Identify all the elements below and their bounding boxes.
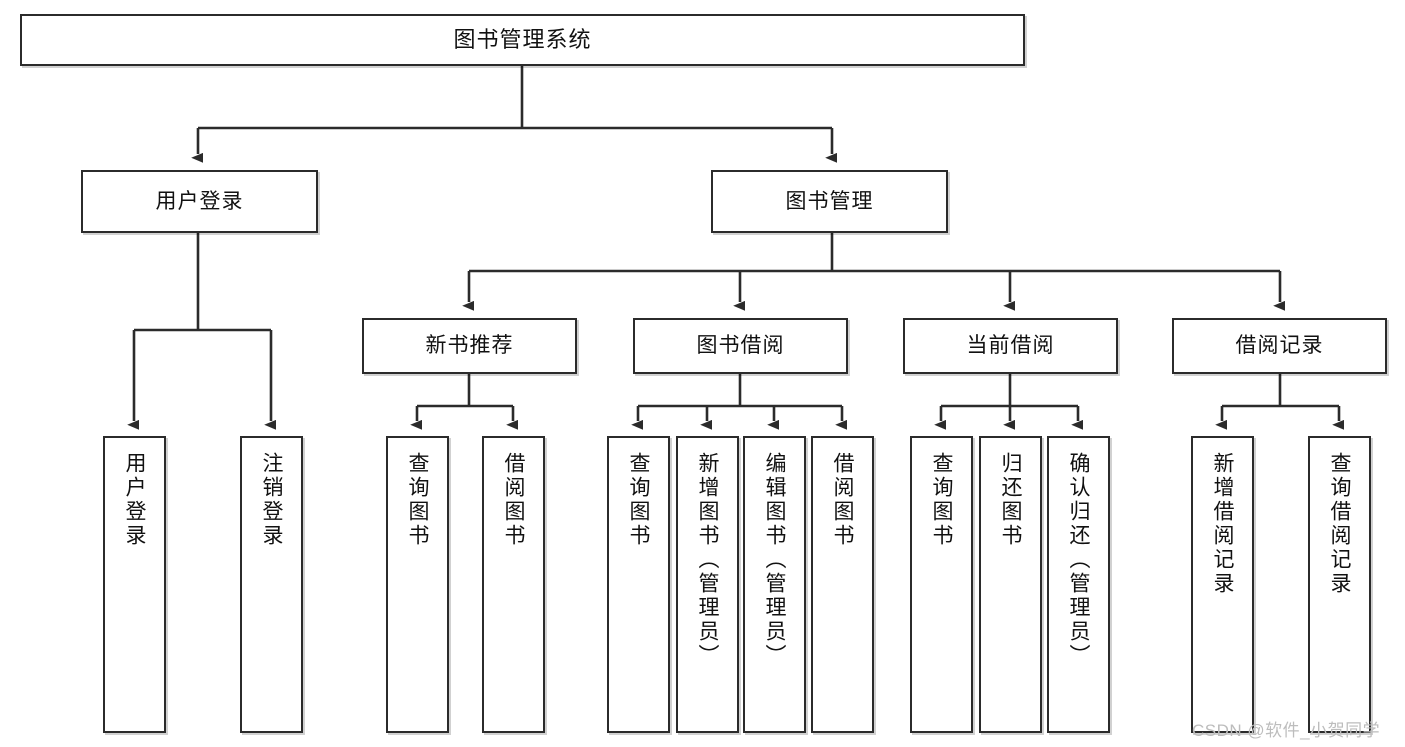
node-user-login[interactable]: 用户登录 bbox=[81, 170, 318, 233]
node-leaf-add-book-label: 新增图书（管理员） bbox=[696, 452, 719, 668]
node-leaf-query-book-2-label: 查询图书 bbox=[627, 452, 650, 548]
node-leaf-user-login[interactable]: 用户登录 bbox=[103, 436, 166, 733]
node-book-borrow[interactable]: 图书借阅 bbox=[633, 318, 848, 374]
node-new-book-recommend[interactable]: 新书推荐 bbox=[362, 318, 577, 374]
node-leaf-edit-book-label: 编辑图书（管理员） bbox=[763, 452, 786, 668]
node-root[interactable]: 图书管理系统 bbox=[20, 14, 1025, 66]
node-book-manage[interactable]: 图书管理 bbox=[711, 170, 948, 233]
node-leaf-query-book-3-label: 查询图书 bbox=[930, 452, 953, 548]
node-book-manage-label: 图书管理 bbox=[785, 189, 874, 213]
node-leaf-borrow-book-2[interactable]: 借阅图书 bbox=[811, 436, 874, 733]
node-leaf-confirm-return[interactable]: 确认归还（管理员） bbox=[1047, 436, 1110, 733]
node-borrow-record-label: 借阅记录 bbox=[1235, 334, 1324, 358]
node-current-borrow-label: 当前借阅 bbox=[966, 334, 1055, 358]
node-leaf-query-record[interactable]: 查询借阅记录 bbox=[1308, 436, 1371, 733]
node-leaf-query-book-1-label: 查询图书 bbox=[406, 452, 429, 548]
node-leaf-query-book-1[interactable]: 查询图书 bbox=[386, 436, 449, 733]
node-leaf-logout-label: 注销登录 bbox=[260, 452, 283, 548]
node-current-borrow[interactable]: 当前借阅 bbox=[903, 318, 1118, 374]
node-leaf-add-record[interactable]: 新增借阅记录 bbox=[1191, 436, 1254, 733]
node-leaf-logout[interactable]: 注销登录 bbox=[240, 436, 303, 733]
node-leaf-query-record-label: 查询借阅记录 bbox=[1328, 452, 1351, 596]
node-new-book-recommend-label: 新书推荐 bbox=[425, 334, 514, 358]
node-leaf-borrow-book-1-label: 借阅图书 bbox=[502, 452, 525, 548]
node-leaf-edit-book[interactable]: 编辑图书（管理员） bbox=[743, 436, 806, 733]
node-leaf-add-record-label: 新增借阅记录 bbox=[1211, 452, 1234, 596]
node-leaf-query-book-2[interactable]: 查询图书 bbox=[607, 436, 670, 733]
node-root-label: 图书管理系统 bbox=[453, 26, 592, 52]
node-leaf-confirm-return-label: 确认归还（管理员） bbox=[1067, 452, 1090, 668]
node-leaf-query-book-3[interactable]: 查询图书 bbox=[910, 436, 973, 733]
node-leaf-borrow-book-2-label: 借阅图书 bbox=[831, 452, 854, 548]
node-leaf-add-book[interactable]: 新增图书（管理员） bbox=[676, 436, 739, 733]
node-leaf-return-book[interactable]: 归还图书 bbox=[979, 436, 1042, 733]
node-leaf-user-login-label: 用户登录 bbox=[123, 452, 146, 548]
node-leaf-return-book-label: 归还图书 bbox=[999, 452, 1022, 548]
node-book-borrow-label: 图书借阅 bbox=[696, 334, 785, 358]
node-leaf-borrow-book-1[interactable]: 借阅图书 bbox=[482, 436, 545, 733]
node-borrow-record[interactable]: 借阅记录 bbox=[1172, 318, 1387, 374]
watermark-text: CSDN @软件_小贺同学 bbox=[1192, 721, 1381, 740]
node-user-login-label: 用户登录 bbox=[155, 189, 244, 213]
